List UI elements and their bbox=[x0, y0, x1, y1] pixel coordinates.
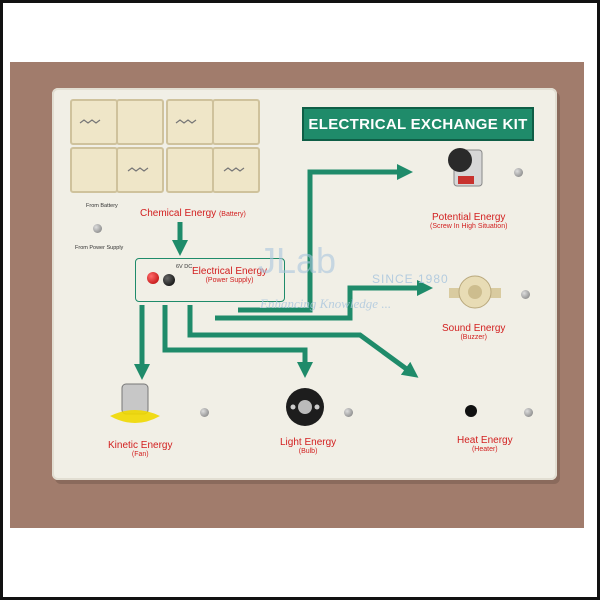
positive-terminal[interactable] bbox=[147, 272, 159, 284]
board-screw bbox=[344, 408, 353, 417]
arrow-to-potential bbox=[238, 163, 414, 313]
battery-springs bbox=[79, 119, 245, 172]
battery-cell bbox=[212, 147, 260, 193]
sound-energy-label: Sound Energy (Buzzer) bbox=[442, 323, 506, 341]
voltage-label: 6V DC bbox=[176, 264, 193, 270]
battery-holder bbox=[68, 95, 262, 195]
board-screw bbox=[524, 408, 533, 417]
buzzer-component bbox=[449, 275, 501, 309]
battery-cell bbox=[212, 99, 260, 145]
arrow-to-sound bbox=[215, 279, 434, 321]
light-energy-label: Light Energy (Bulb) bbox=[280, 437, 337, 455]
board-screw bbox=[514, 168, 523, 177]
bulb-holder-component bbox=[286, 388, 324, 426]
board-screw bbox=[200, 408, 209, 417]
watermark-tagline: Enhancing Knowledge ... bbox=[260, 296, 392, 311]
power-supply-panel bbox=[135, 258, 285, 302]
watermark-since: SINCE 1980 bbox=[372, 272, 449, 286]
electrical-energy-label: Electrical Energy (Power Supply) bbox=[192, 266, 268, 284]
battery-cell bbox=[116, 99, 164, 145]
heater-component bbox=[465, 405, 477, 417]
kit-title: ELECTRICAL EXCHANGE KIT bbox=[308, 115, 528, 133]
from-battery-label: From Battery bbox=[86, 203, 118, 209]
arrow-to-heat bbox=[187, 305, 419, 378]
from-power-supply-label: From Power Supply bbox=[75, 245, 124, 251]
title-plate: ELECTRICAL EXCHANGE KIT bbox=[302, 107, 534, 141]
chemical-energy-label: Chemical Energy (Battery) bbox=[140, 208, 246, 219]
battery-cell bbox=[116, 147, 164, 193]
heat-energy-label: Heat Energy (Heater) bbox=[457, 435, 513, 453]
source-switch[interactable] bbox=[93, 224, 102, 233]
potential-energy-label: Potential Energy (Screw In High Situatio… bbox=[430, 212, 508, 230]
kinetic-energy-label: Kinetic Energy (Fan) bbox=[108, 440, 173, 458]
fan-motor-component bbox=[110, 383, 160, 423]
board-screw bbox=[521, 290, 530, 299]
negative-terminal[interactable] bbox=[163, 274, 175, 286]
screw-clamp-component bbox=[448, 148, 483, 187]
watermark-logo: JLab bbox=[258, 240, 337, 281]
arrow-to-light bbox=[162, 305, 314, 379]
